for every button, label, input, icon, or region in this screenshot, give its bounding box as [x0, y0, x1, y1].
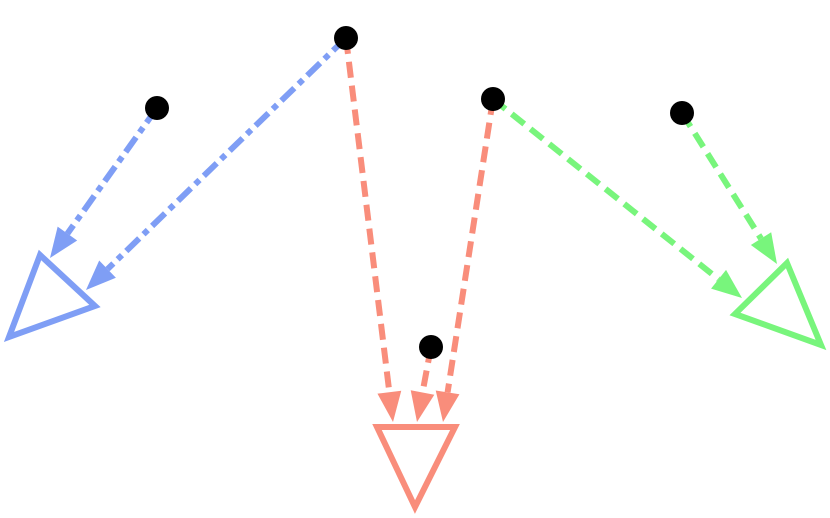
edge-s2-t-blue: [86, 35, 349, 290]
edge-s2-t-salmon: [343, 37, 402, 422]
source-node-s5: [670, 101, 694, 125]
edge-line: [679, 111, 764, 241]
edge-arrowhead: [50, 226, 78, 258]
edge-line: [444, 98, 496, 393]
nodes-layer: [145, 26, 694, 359]
source-node-s3: [419, 335, 443, 359]
target-node-blue: [3, 249, 101, 343]
edge-arrowhead: [410, 390, 435, 422]
edge-arrowhead: [750, 232, 777, 264]
edge-line: [64, 106, 160, 236]
edge-line: [491, 96, 721, 282]
edges-layer: [50, 35, 777, 422]
source-node-s4: [481, 87, 505, 111]
edge-line: [343, 37, 393, 393]
source-node-s2: [334, 26, 358, 50]
target-node-salmon: [372, 424, 460, 514]
target-node-green: [729, 257, 827, 351]
targets-layer: [3, 249, 827, 514]
edge-arrowhead: [435, 390, 460, 422]
edge-s4-t-salmon: [435, 98, 496, 422]
edge-line: [105, 35, 349, 272]
source-node-s1: [145, 96, 169, 120]
edge-s5-t-green: [679, 111, 777, 264]
edge-s4-t-green: [491, 96, 742, 298]
edge-s1-t-blue: [50, 106, 160, 258]
edge-arrowhead: [711, 269, 742, 298]
edge-arrowhead: [86, 260, 116, 290]
edge-arrowhead: [377, 390, 402, 422]
